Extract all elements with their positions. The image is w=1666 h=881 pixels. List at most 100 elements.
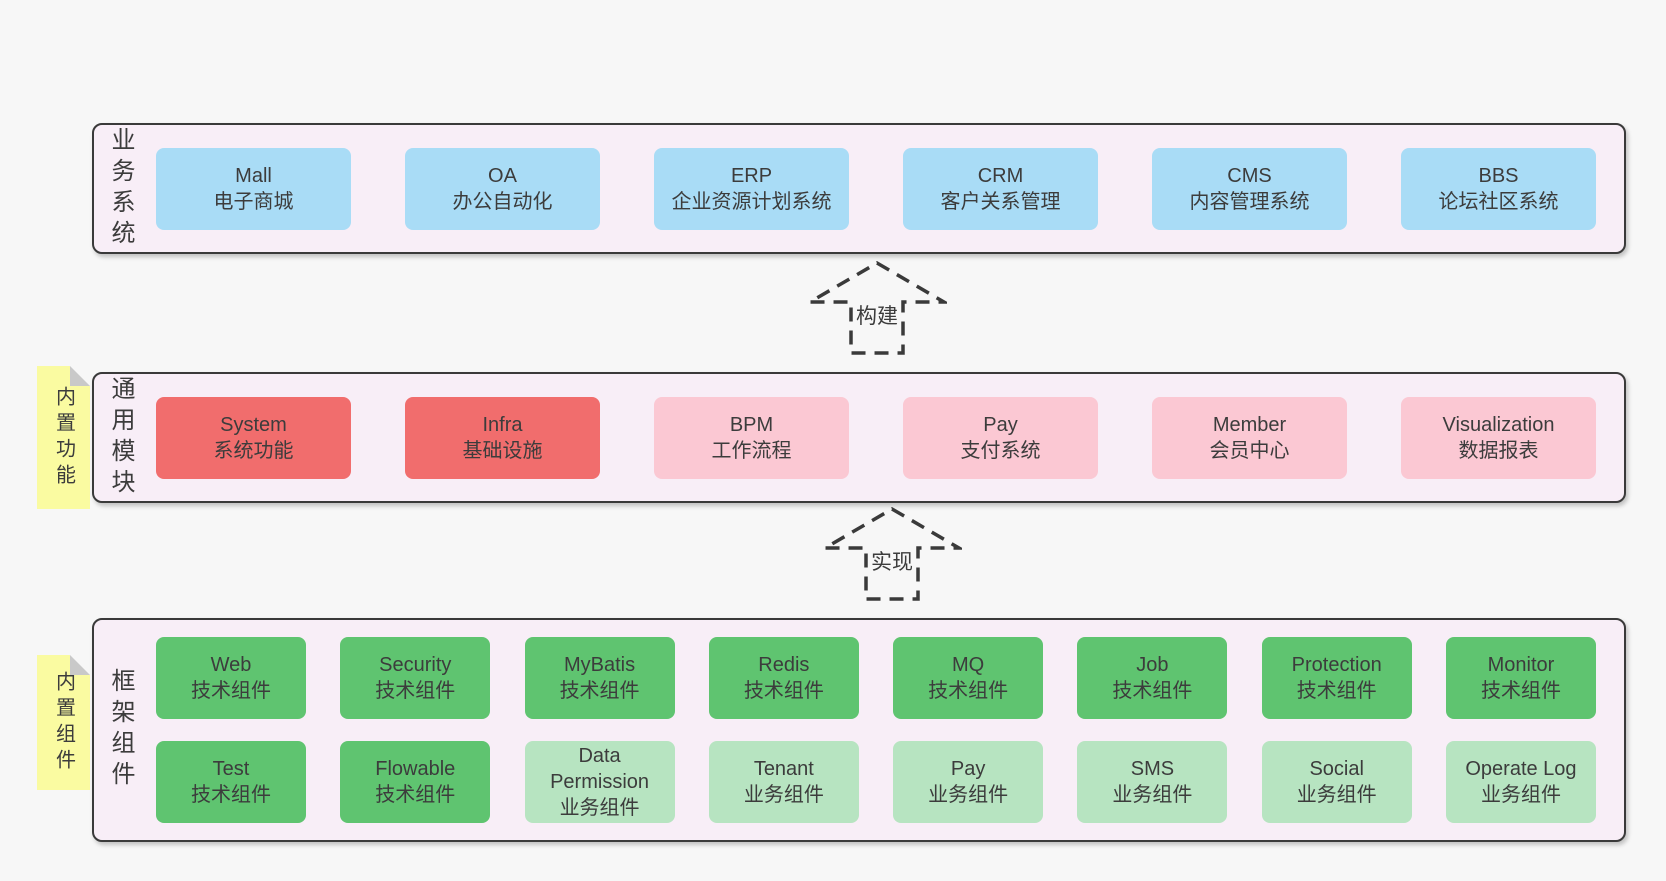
sticky-note-built-in-components: 内置组件 [37, 655, 90, 790]
box-name: Infra [482, 413, 523, 436]
box-desc: 客户关系管理 [940, 190, 1061, 213]
box-protection: Protection 技术组件 [1261, 637, 1412, 719]
box-name: Tenant [753, 758, 814, 780]
box-name: BBS [1478, 164, 1519, 187]
box-desc: 技术组件 [1112, 680, 1193, 702]
box-name: System [220, 413, 287, 436]
box-desc: 技术组件 [191, 784, 271, 806]
band-business-systems-content: Mall 电子商城 OA 办公自动化 ERP 企业资源计划系统 CRM 客户关系… [132, 125, 1624, 252]
box-desc: 业务组件 [1296, 784, 1377, 806]
box-pay: Pay 支付系统 [903, 396, 1098, 479]
box-desc: 技术组件 [375, 784, 456, 806]
up-arrow-icon [822, 506, 962, 601]
sticky-note-label: 内置组件 [52, 670, 75, 775]
box-desc: 论坛社区系统 [1438, 190, 1559, 213]
box-bpm: BPM 工作流程 [654, 396, 849, 479]
box-cms: CMS 内容管理系统 [1152, 147, 1347, 230]
box-member: Member 会员中心 [1152, 396, 1347, 479]
box-desc: 工作流程 [711, 439, 792, 462]
box-crm: CRM 客户关系管理 [903, 147, 1098, 230]
box-desc: 电子商城 [213, 190, 294, 213]
box-name: SMS [1130, 758, 1175, 780]
box-job: Job 技术组件 [1077, 637, 1228, 719]
framework-row-1: Web 技术组件 Security 技术组件 MyBatis 技术组件 Redi… [156, 637, 1596, 719]
box-desc: 企业资源计划系统 [671, 190, 832, 213]
box-sms: SMS 业务组件 [1077, 741, 1228, 823]
box-desc: 业务组件 [1112, 784, 1193, 806]
box-web: Web 技术组件 [156, 637, 306, 719]
box-desc: 支付系统 [960, 439, 1041, 462]
box-name: CRM [977, 164, 1024, 187]
box-name: BPM [729, 413, 774, 436]
box-name: Flowable [375, 758, 456, 780]
band-framework-components-content: Web 技术组件 Security 技术组件 MyBatis 技术组件 Redi… [132, 620, 1624, 840]
box-infra: Infra 基础设施 [405, 396, 600, 479]
up-arrow-icon [807, 260, 947, 355]
box-tenant: Tenant 业务组件 [708, 741, 859, 823]
box-desc: 会员中心 [1209, 439, 1290, 462]
box-redis: Redis 技术组件 [708, 637, 859, 719]
box-flowable: Flowable 技术组件 [340, 741, 491, 823]
box-desc: 技术组件 [559, 680, 640, 702]
sticky-note-label: 内置功能 [52, 385, 75, 490]
box-desc: 技术组件 [375, 680, 456, 702]
box-name: MyBatis [564, 654, 636, 676]
box-operate-log: Operate Log 业务组件 [1445, 741, 1596, 823]
box-desc: 技术组件 [928, 680, 1009, 702]
box-desc: 技术组件 [743, 680, 824, 702]
box-mall: Mall 电子商城 [156, 147, 351, 230]
box-name: Monitor [1487, 654, 1555, 676]
arrow-build-label: 构建 [853, 300, 901, 330]
box-name: Operate Log [1465, 758, 1577, 780]
box-name: Pay [950, 758, 986, 780]
arrow-implement-label: 实现 [868, 546, 916, 576]
box-security: Security 技术组件 [340, 637, 491, 719]
box-desc: 技术组件 [191, 680, 271, 702]
band-framework-components: 框架组件 Web 技术组件 Security 技术组件 MyBatis 技术组件… [92, 618, 1626, 842]
box-desc: 技术组件 [1480, 680, 1561, 702]
box-desc: 办公自动化 [452, 190, 553, 213]
framework-row-2: Test 技术组件 Flowable 技术组件 Data Permission … [156, 741, 1596, 823]
box-desc: 业务组件 [928, 784, 1009, 806]
band-common-modules-content: System 系统功能 Infra 基础设施 BPM 工作流程 Pay 支付系统… [132, 374, 1624, 501]
box-system: System 系统功能 [156, 396, 351, 479]
arrow-implement: 实现 [822, 506, 962, 602]
box-social: Social 业务组件 [1261, 741, 1412, 823]
box-name: Visualization [1442, 413, 1555, 436]
band-common-modules: 通用模块 System 系统功能 Infra 基础设施 BPM 工作流程 Pay… [92, 372, 1626, 503]
band-business-systems-label: 业务系统 [107, 126, 134, 251]
box-erp: ERP 企业资源计划系统 [654, 147, 849, 230]
box-mq: MQ 技术组件 [893, 637, 1044, 719]
box-name: OA [488, 164, 517, 187]
box-data-permission: Data Permission 业务组件 [524, 741, 675, 823]
box-name: MQ [952, 654, 985, 676]
box-desc: 数据报表 [1458, 439, 1539, 462]
box-name: Redis [758, 654, 810, 676]
box-name: Job [1136, 654, 1169, 676]
box-monitor: Monitor 技术组件 [1445, 637, 1596, 719]
box-oa: OA 办公自动化 [405, 147, 600, 230]
box-bbs: BBS 论坛社区系统 [1401, 147, 1596, 230]
box-pay-business: Pay 业务组件 [893, 741, 1044, 823]
box-name: Test [212, 758, 250, 780]
band-common-modules-label: 通用模块 [107, 375, 134, 500]
box-desc: 业务组件 [559, 797, 640, 819]
box-name: Security [379, 654, 452, 676]
box-mybatis: MyBatis 技术组件 [524, 637, 675, 719]
box-name: Social [1309, 758, 1364, 780]
box-desc: 业务组件 [743, 784, 824, 806]
box-name: Pay [983, 413, 1018, 436]
box-desc: 系统功能 [213, 439, 294, 462]
box-visualization: Visualization 数据报表 [1401, 396, 1596, 479]
box-name: CMS [1227, 164, 1272, 187]
box-desc: 内容管理系统 [1189, 190, 1310, 213]
box-name: ERP [730, 164, 773, 187]
box-desc: 基础设施 [462, 439, 543, 462]
box-desc: 业务组件 [1480, 784, 1561, 806]
band-framework-components-label: 框架组件 [107, 668, 134, 792]
band-business-systems: 业务系统 Mall 电子商城 OA 办公自动化 ERP 企业资源计划系统 CRM… [92, 123, 1626, 254]
box-name: Protection [1291, 654, 1382, 676]
box-name: Mall [235, 164, 272, 187]
arrow-build: 构建 [807, 260, 947, 356]
box-name: Data Permission [550, 745, 650, 793]
